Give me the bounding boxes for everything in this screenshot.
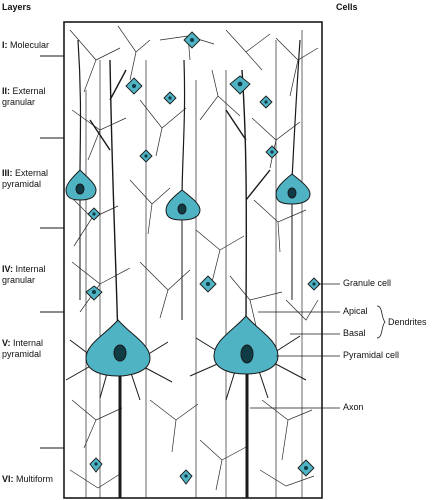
granule-nuclei xyxy=(92,38,316,478)
layer-label-2: II: External granular xyxy=(2,86,60,108)
layers-header: Layers xyxy=(2,2,32,12)
granule-cell-label: Granule cell xyxy=(343,278,392,288)
layer-label-4: IV: Internal granular xyxy=(2,264,60,286)
callout-leaders xyxy=(250,283,386,409)
layer-label-5: V: Internal pyramidal xyxy=(2,338,60,360)
layer-label-3: III: External pyramidal xyxy=(2,168,60,190)
layer-name-5: Internal pyramidal xyxy=(2,338,44,359)
layer-number-5: V: xyxy=(2,338,11,348)
layer-label-6: VI: Multiform xyxy=(2,474,60,485)
layer-number-4: IV: xyxy=(2,264,14,274)
basal-label: Basal xyxy=(343,328,366,338)
dendrite-network xyxy=(69,25,319,498)
layer-boundary-ticks xyxy=(40,55,64,449)
dendrites-label: Dendrites xyxy=(388,317,427,327)
cortex-panel xyxy=(63,21,323,499)
layer-label-1: I: Molecular xyxy=(2,40,60,51)
cells-header: Cells xyxy=(336,2,358,12)
layer-number-2: II: xyxy=(2,86,10,96)
pyramidal-cell-label: Pyramidal cell xyxy=(343,350,400,360)
layer-name-3: External pyramidal xyxy=(2,168,49,189)
layer-name-2: External granular xyxy=(2,86,46,107)
layer-number-3: III: xyxy=(2,168,13,178)
layer-name-4: Internal granular xyxy=(2,264,46,285)
medium-pyramidal-cells xyxy=(65,39,311,320)
layer-number-1: I: xyxy=(2,40,8,50)
axon-label: Axon xyxy=(343,402,364,412)
layer-name-1: Molecular xyxy=(10,40,50,50)
layer-name-6: Multiform xyxy=(16,474,54,484)
layer-number-6: VI: xyxy=(2,474,14,484)
apical-label: Apical xyxy=(343,306,368,316)
large-pyramidal-cells xyxy=(65,59,307,498)
